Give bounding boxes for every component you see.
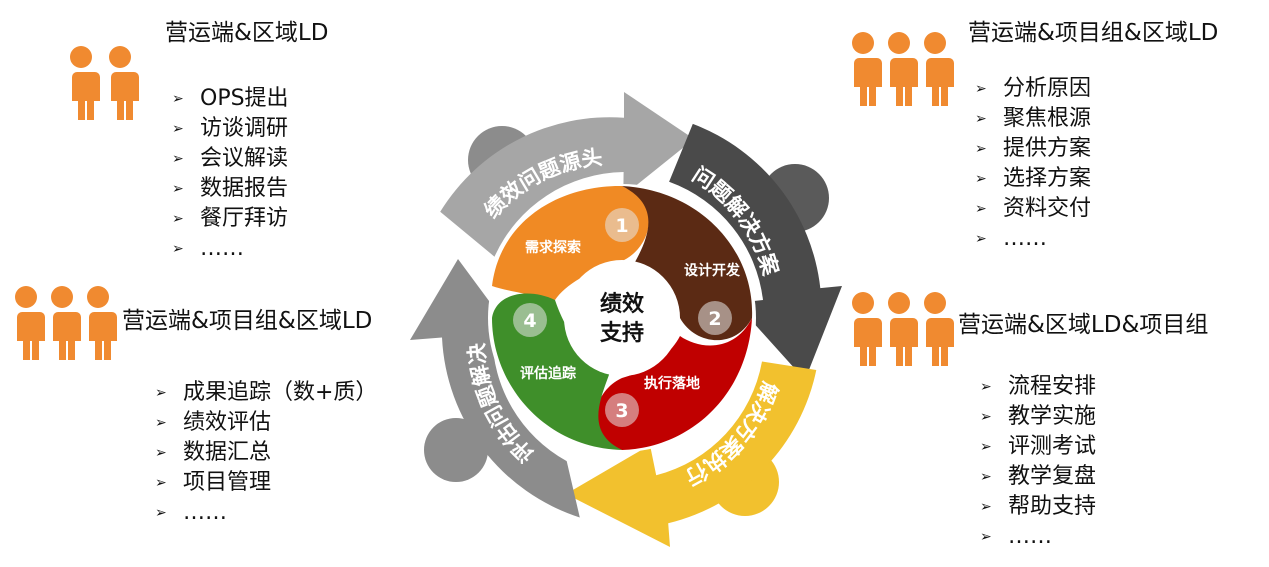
- arrow-bullet-icon: ➢: [155, 385, 167, 401]
- list-item: ➢评测考试: [980, 432, 1096, 462]
- arrow-bullet-icon: ➢: [980, 469, 992, 485]
- list-item: ➢……: [172, 234, 289, 264]
- arrow-bullet-icon: ➢: [980, 379, 992, 395]
- list-item: ➢会议解读: [172, 144, 289, 174]
- ring-segment-top-left: [440, 92, 694, 257]
- wedge-label-design: 设计开发: [684, 262, 741, 279]
- step-badge-2: 2: [698, 301, 732, 335]
- center-label-line2: 支持: [600, 321, 644, 346]
- wedge-design-development: [622, 186, 753, 341]
- list-item: ➢分析原因: [975, 74, 1091, 104]
- step-badge-4: 4: [513, 303, 547, 337]
- list-item: ➢数据报告: [172, 174, 289, 204]
- ring-segment-bottom-left: [410, 259, 580, 518]
- list-item: ➢选择方案: [975, 164, 1091, 194]
- people-icon-middle-left: [12, 286, 117, 360]
- wedge-label-evaluation: 评估追踪: [520, 365, 576, 382]
- bullet-list-top-right: ➢分析原因 ➢聚焦根源 ➢提供方案 ➢选择方案 ➢资料交付 ➢……: [975, 74, 1091, 254]
- people-icon-middle-right: [849, 292, 954, 366]
- list-item: ➢OPS提出: [172, 84, 289, 114]
- arrow-bullet-icon: ➢: [980, 409, 992, 425]
- group-title-top-left: 营运端&区域LD: [165, 20, 329, 46]
- step-badge-1: 1: [605, 208, 639, 242]
- step-badge-3: 3: [605, 393, 639, 427]
- list-item: ➢……: [975, 224, 1091, 254]
- arrow-bullet-icon: ➢: [172, 241, 184, 257]
- list-item: ➢项目管理: [155, 468, 377, 498]
- list-item: ➢……: [155, 498, 377, 528]
- group-title-top-right: 营运端&项目组&区域LD: [968, 20, 1219, 46]
- list-item: ➢聚焦根源: [975, 104, 1091, 134]
- arrow-bullet-icon: ➢: [975, 81, 987, 97]
- ring-segment-bottom-right: [566, 361, 817, 547]
- group-title-middle-left: 营运端&项目组&区域LD: [122, 308, 373, 334]
- svg-text:3: 3: [615, 400, 628, 422]
- bullet-list-middle-left: ➢成果追踪（数+质） ➢绩效评估 ➢数据汇总 ➢项目管理 ➢……: [155, 378, 377, 528]
- center-circle: [564, 260, 680, 376]
- people-icon-top-right: [849, 32, 954, 106]
- arrow-bullet-icon: ➢: [155, 475, 167, 491]
- wedge-label-execution: 执行落地: [644, 375, 700, 392]
- group-title-middle-right: 营运端&区域LD&项目组: [958, 312, 1209, 338]
- arrow-bullet-icon: ➢: [155, 445, 167, 461]
- arrow-bullet-icon: ➢: [172, 181, 184, 197]
- list-item: ➢教学复盘: [980, 462, 1096, 492]
- list-item: ➢访谈调研: [172, 114, 289, 144]
- ring-segment-top-right: [669, 123, 842, 381]
- svg-text:4: 4: [523, 310, 536, 332]
- arrow-bullet-icon: ➢: [975, 171, 987, 187]
- bullet-list-top-left: ➢OPS提出 ➢访谈调研 ➢会议解读 ➢数据报告 ➢餐厅拜访 ➢……: [172, 84, 289, 264]
- arrow-bullet-icon: ➢: [172, 91, 184, 107]
- svg-text:1: 1: [615, 215, 628, 237]
- arrow-bullet-icon: ➢: [975, 231, 987, 247]
- people-icon-top-left: [67, 46, 139, 120]
- list-item: ➢……: [980, 522, 1096, 552]
- list-item: ➢资料交付: [975, 194, 1091, 224]
- list-item: ➢数据汇总: [155, 438, 377, 468]
- arrow-bullet-icon: ➢: [975, 141, 987, 157]
- node-circle-bottom-left: [424, 418, 488, 482]
- arrow-bullet-icon: ➢: [980, 499, 992, 515]
- list-item: ➢绩效评估: [155, 408, 377, 438]
- list-item: ➢成果追踪（数+质）: [155, 378, 377, 408]
- list-item: ➢提供方案: [975, 134, 1091, 164]
- arrow-bullet-icon: ➢: [975, 111, 987, 127]
- arrow-bullet-icon: ➢: [172, 151, 184, 167]
- list-item: ➢流程安排: [980, 372, 1096, 402]
- arrow-bullet-icon: ➢: [172, 121, 184, 137]
- arrow-bullet-icon: ➢: [975, 201, 987, 217]
- list-item: ➢教学实施: [980, 402, 1096, 432]
- arrow-bullet-icon: ➢: [980, 529, 992, 545]
- arrow-bullet-icon: ➢: [980, 439, 992, 455]
- arrow-bullet-icon: ➢: [155, 415, 167, 431]
- center-label-line1: 绩效: [600, 291, 644, 317]
- arrow-bullet-icon: ➢: [155, 505, 167, 521]
- list-item: ➢餐厅拜访: [172, 204, 289, 234]
- wedge-label-demand: 需求探索: [525, 239, 581, 256]
- svg-text:2: 2: [708, 308, 721, 330]
- bullet-list-middle-right: ➢流程安排 ➢教学实施 ➢评测考试 ➢教学复盘 ➢帮助支持 ➢……: [980, 372, 1096, 552]
- list-item: ➢帮助支持: [980, 492, 1096, 522]
- arrow-bullet-icon: ➢: [172, 211, 184, 227]
